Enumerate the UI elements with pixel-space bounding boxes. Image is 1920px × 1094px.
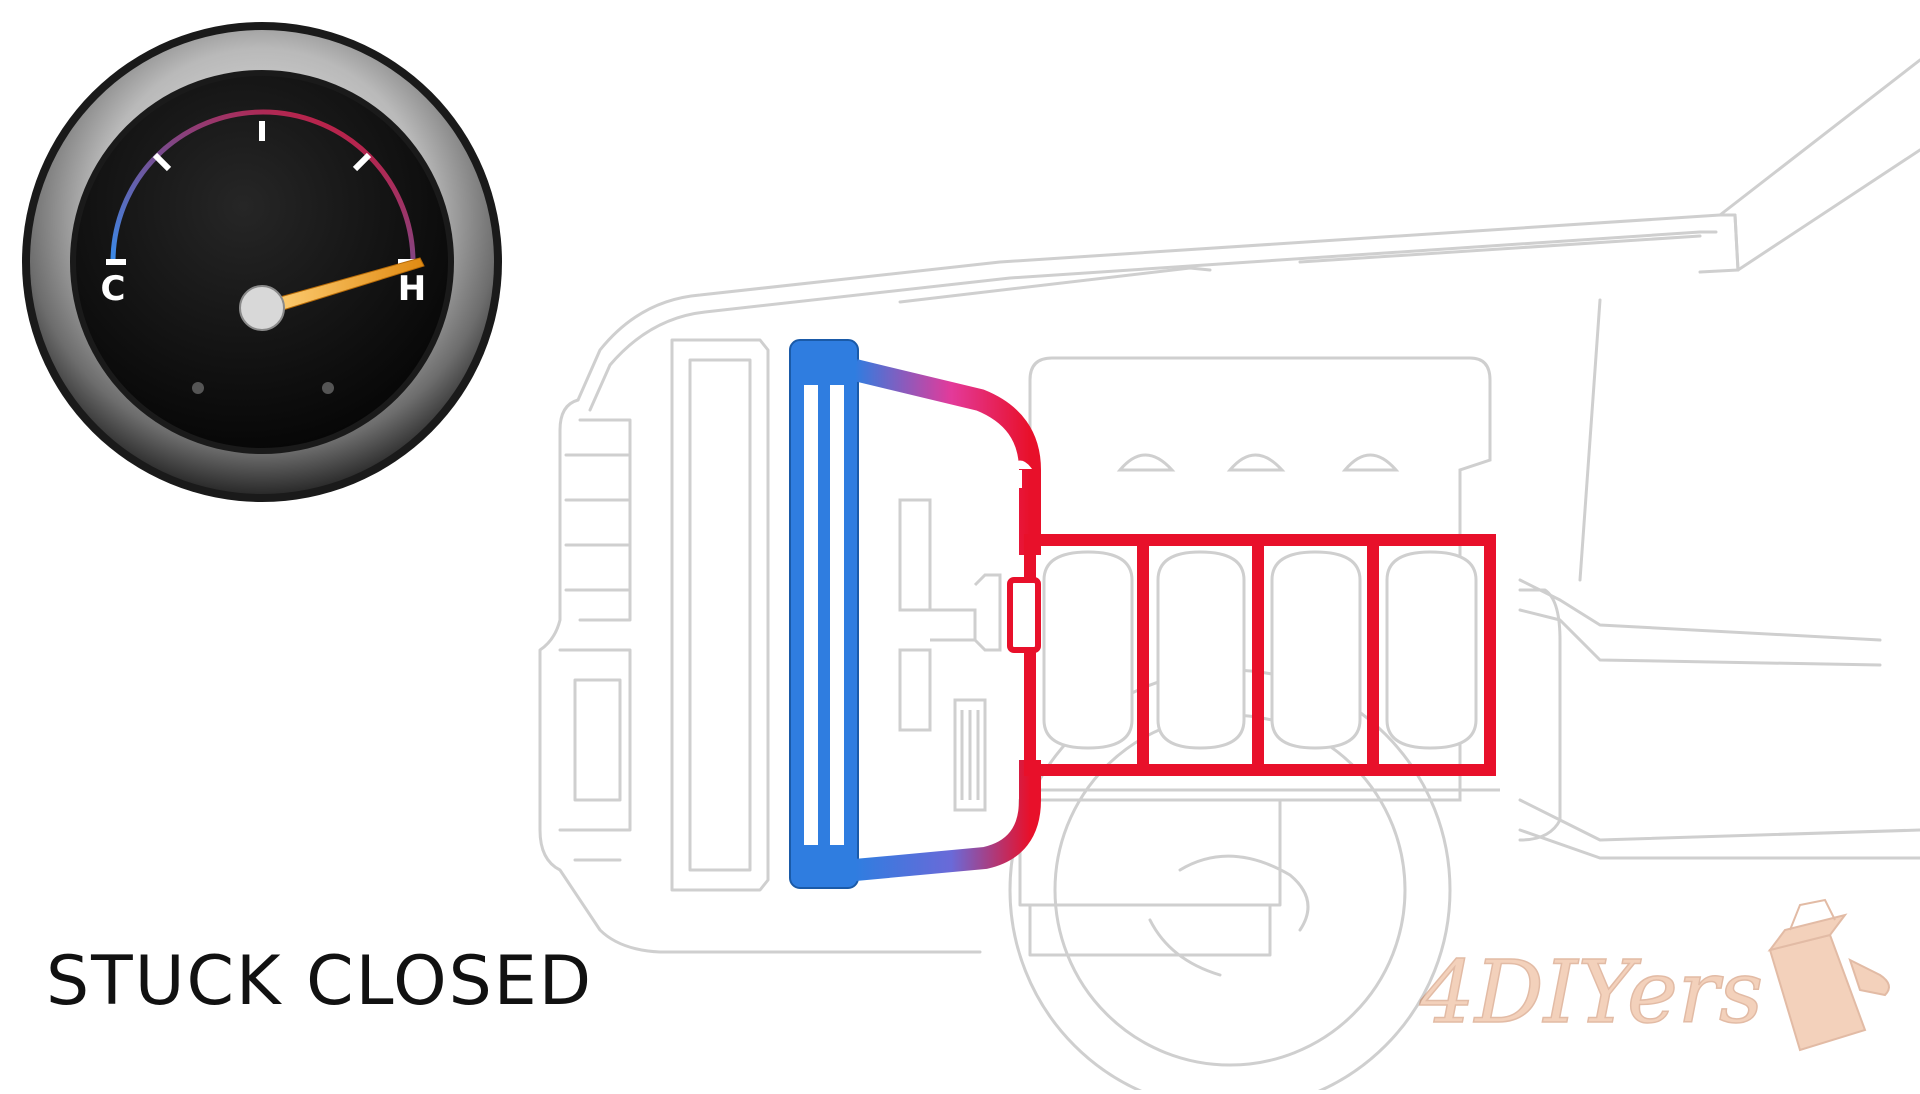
engine-coolant-jacket	[1007, 534, 1496, 776]
radiator	[789, 339, 859, 889]
engine-block-outline	[1028, 356, 1500, 802]
engine-cylinders	[1042, 550, 1478, 750]
status-caption: STUCK CLOSED	[46, 942, 594, 1021]
upper-radiator-hose	[852, 359, 1041, 555]
gauge-label-hot: H	[398, 269, 426, 309]
gauge-needle-hub	[239, 285, 285, 331]
thermostat-stuck-closed-icon	[1007, 460, 1033, 488]
lower-radiator-hose	[853, 760, 1041, 881]
cooling-fan	[898, 498, 1002, 812]
gauge-screw	[322, 382, 334, 394]
temperature-gauge: C H	[22, 22, 502, 502]
watermark-logo: 4DIYers	[1418, 898, 1890, 1052]
gauge-label-cold: C	[101, 269, 126, 309]
toolbox-wrench-icon	[1767, 898, 1890, 1052]
watermark-text: 4DIYers	[1419, 943, 1763, 1043]
gauge-temperature-arc	[110, 109, 416, 263]
gauge-screw	[192, 382, 204, 394]
